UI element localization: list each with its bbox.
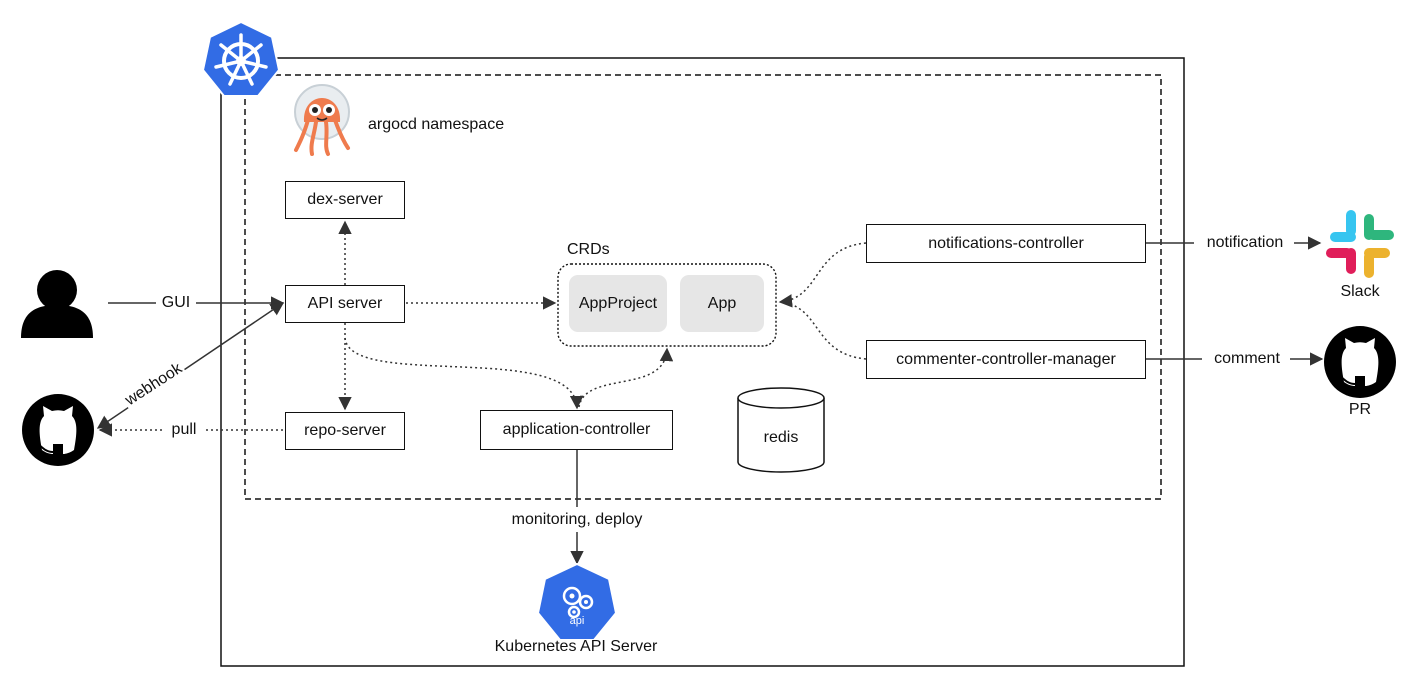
kubernetes-helm-icon [201, 20, 281, 97]
pr-label: PR [1348, 401, 1372, 418]
crd-appproject[interactable]: AppProject [569, 275, 667, 332]
user-icon [21, 270, 93, 338]
application-controller-box[interactable]: application-controller [480, 410, 673, 450]
crd-app[interactable]: App [680, 275, 764, 332]
redis-cylinder [737, 387, 825, 473]
gui-label: GUI [161, 294, 191, 311]
monitoring-label: monitoring, deploy [511, 511, 643, 528]
webhook-edge [96, 302, 285, 429]
commenter-controller-manager-box[interactable]: commenter-controller-manager [866, 340, 1146, 379]
notifications-controller-box[interactable]: notifications-controller [866, 224, 1146, 263]
github-pr-icon [1324, 326, 1396, 398]
kubernetes-api-icon [536, 562, 618, 641]
namespace-label: argocd namespace [368, 116, 505, 133]
appctrl-crds-edge [578, 347, 674, 408]
k8s-api-server-label: Kubernetes API Server [494, 638, 658, 655]
pull-label: pull [171, 421, 197, 438]
notification-label: notification [1206, 234, 1284, 251]
argo-mascot-icon [294, 84, 350, 156]
api-server-box[interactable]: API server [285, 285, 405, 323]
dex-server-box[interactable]: dex-server [285, 181, 405, 219]
github-icon [22, 394, 94, 466]
crds-title: CRDs [567, 241, 610, 258]
slack-icon [1326, 210, 1394, 278]
comment-label: comment [1214, 350, 1280, 367]
notif-crds-edge [778, 242, 867, 308]
api-appctrl-edge [344, 337, 584, 410]
repo-server-box[interactable]: repo-server [285, 412, 405, 450]
api-badge-label: api [569, 615, 585, 627]
redis-label: redis [763, 429, 799, 446]
slack-label: Slack [1340, 283, 1380, 300]
crds-group [557, 263, 777, 347]
commenter-crds-edge [779, 301, 867, 360]
